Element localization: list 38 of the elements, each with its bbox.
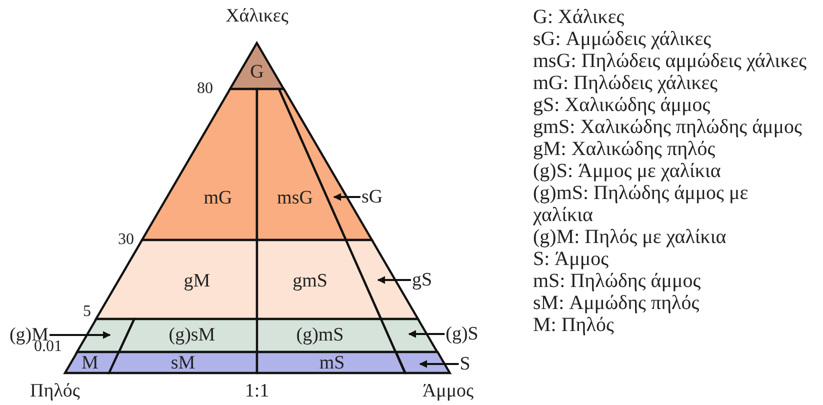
field-code: msG [277,188,313,208]
arrow [50,331,111,339]
field-code: sG [361,188,383,206]
legend-entry: (g)mS: Πηλώδης άμμος με χαλίκια [533,182,750,226]
axis-label: Χάλικες [226,6,288,26]
field-code: S [460,354,470,374]
legend-entry: (g)M: Πηλός με χαλίκια [533,226,728,248]
field-code: G [250,62,264,82]
legend-entry: msG: Πηλώδεις αμμώδεις χάλικες [533,50,808,72]
legend-entry: mS: Πηλώδης άμμος [533,270,702,292]
field-code: gS [412,270,432,290]
field-code: (g)S [446,324,478,344]
field-code: gM [184,272,210,290]
axis-label: 1:1 [244,382,270,400]
legend-entry: S: Άμμος [533,248,610,270]
legend-entry: M: Πηλός [533,314,615,336]
legend-entry: sM: Αμμώδης πηλός [533,292,700,314]
field-code: (g)sM [168,326,216,344]
legend-entry: gmS: Χαλικώδης πηλώδης άμμος [533,116,803,138]
legend-entry: (g)S: Άμμος με χαλίκια [533,160,722,182]
field-code: gmS [292,272,328,290]
field-code: mS [319,354,345,372]
legend-entry: sG: Αμμώδεις χάλικες [533,28,712,50]
legend-entry: mG: Πηλώδεις χάλικες [533,72,719,94]
tick-label: 30 [118,232,134,248]
axis-label: Πηλός [30,382,80,400]
legend-entry: G: Χάλικες [533,6,626,28]
field-code: M [82,354,98,372]
field-code: (g)mS [296,326,344,344]
legend-entry: gS: Χαλικώδης άμμος [533,94,712,116]
field-code: mG [204,188,232,208]
field-code: sM [170,354,196,372]
legend-entry: gM: Χαλικώδης πηλός [533,138,716,160]
arrow [408,330,445,338]
arrow [377,276,411,284]
tick-label: 5 [83,304,91,320]
axis-label: Άμμος [422,382,474,400]
tick-label: 80 [197,81,213,97]
